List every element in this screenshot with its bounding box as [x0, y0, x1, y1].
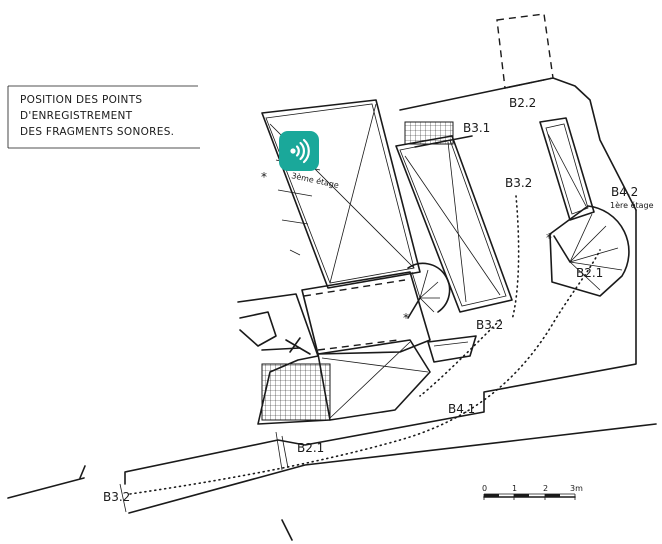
audio-waves-icon — [290, 138, 310, 164]
scale-tick-1: 1 — [512, 484, 517, 493]
legend-line-3: DES FRAGMENTS SONORES. — [20, 126, 175, 138]
spiral-stair-middle — [407, 262, 451, 319]
recording-markers: * * * — [261, 170, 552, 325]
legend-box: POSITION DES POINTS D'ENREGISTREMENT DES… — [20, 92, 174, 140]
marker-asterisk-3rd: * — [261, 170, 267, 184]
marker-asterisk-mid: * — [403, 311, 409, 325]
dashed-annex — [496, 13, 554, 89]
left-building — [237, 293, 331, 425]
label-b42: B4.2 — [611, 185, 638, 199]
label-b41: B4.1 — [448, 402, 475, 416]
lower-building — [301, 271, 477, 421]
site-boundary — [7, 77, 657, 541]
label-b32-upper: B3.2 — [505, 176, 532, 190]
label-b21-bottom: B2.1 — [297, 441, 324, 455]
scale-bar: 0 1 2 3m — [482, 484, 583, 500]
scale-tick-3: 3m — [570, 484, 583, 493]
recording-path — [129, 195, 601, 495]
marker-asterisk-right: * — [546, 231, 552, 245]
middle-building — [395, 121, 513, 313]
label-b22: B2.2 — [509, 96, 536, 110]
label-b42-floor: 1ère étage — [610, 200, 654, 210]
label-b31: B3.1 — [463, 121, 490, 135]
wall-ticks — [119, 431, 289, 513]
upper-building — [261, 99, 421, 289]
scale-tick-2: 2 — [543, 484, 548, 493]
scale-tick-0: 0 — [482, 484, 487, 493]
label-3rd-floor: 3ème étage — [291, 170, 340, 190]
label-b32-left: B3.2 — [103, 490, 130, 504]
right-tower — [539, 117, 630, 297]
label-b32-mid: B3.2 — [476, 318, 503, 332]
legend-line-1: POSITION DES POINTS — [20, 94, 143, 106]
label-b21-right: B2.1 — [576, 266, 603, 280]
sound-play-button[interactable] — [279, 131, 319, 171]
legend-frame — [7, 85, 200, 149]
legend-line-2: D'ENREGISTREMENT — [20, 110, 133, 122]
